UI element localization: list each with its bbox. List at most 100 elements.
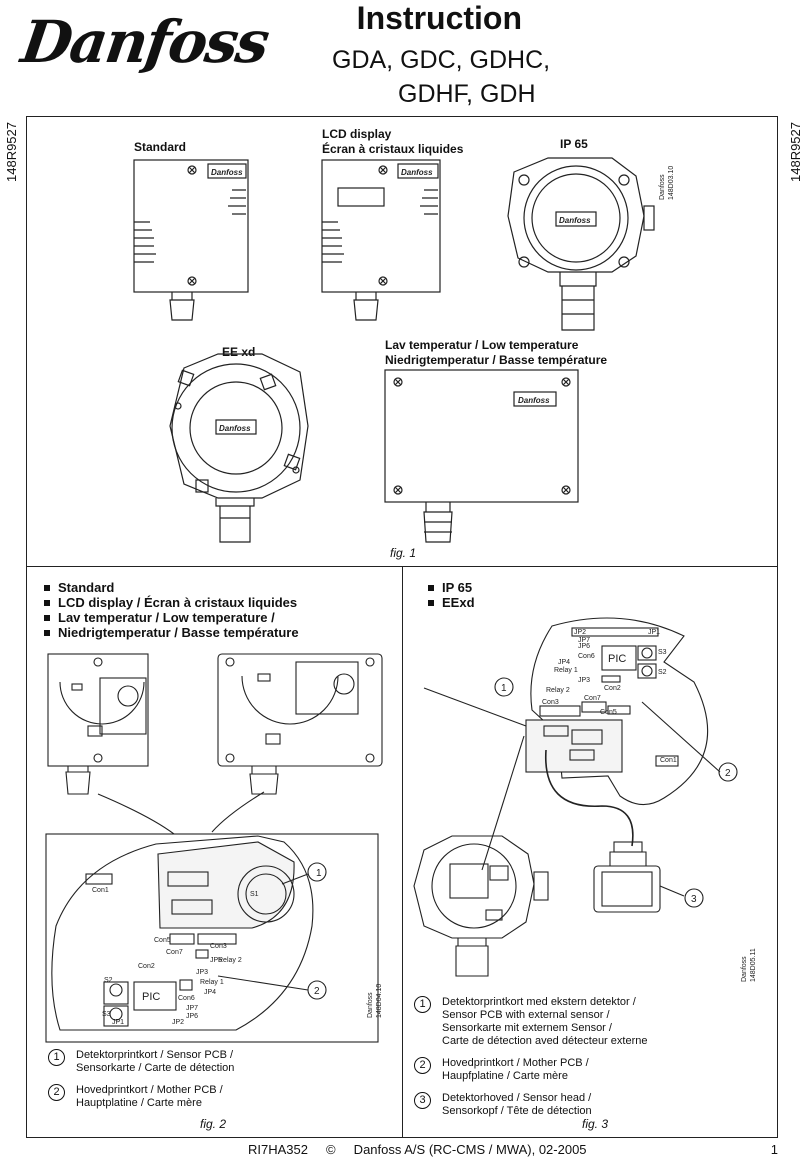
fig2-s1: S1	[250, 891, 259, 898]
fig2-jp7: JP7	[186, 1005, 198, 1012]
fig1-code: 148D03.10	[668, 166, 675, 200]
fig3-legend-text: Sensor PCB with external sensor /	[442, 1009, 610, 1021]
fig3-con1: Con1	[660, 757, 677, 764]
fig2-legend-num: 2	[48, 1084, 65, 1101]
fig3-sensor-head	[593, 841, 661, 913]
fig3-callout-1	[494, 677, 514, 697]
fig3-con2: Con2	[604, 685, 621, 692]
standard-housing: Danfoss	[133, 159, 249, 321]
lowtemp-housing: Danfoss	[384, 369, 579, 543]
fig2-jp3: JP3	[196, 969, 208, 976]
fig2-detail-box	[45, 833, 379, 1043]
fig2-legend-text: Hovedprintkort / Mother PCB /	[76, 1084, 223, 1096]
fig2-small-housing-standard	[47, 653, 149, 795]
section-divider-vertical	[402, 566, 403, 1138]
fig3-con6: Con6	[578, 653, 595, 660]
fig3-con7: Con7	[584, 695, 601, 702]
fig3-legend-text: Sensorkopf / Tête de détection	[442, 1105, 592, 1117]
footer-text: RI7HA352 © Danfoss A/S (RC-CMS / MWA), 0…	[248, 1142, 587, 1157]
standard-device-logo: Danfoss	[211, 168, 243, 177]
fig2-con1: Con1	[92, 887, 109, 894]
fig2-jp2: JP2	[172, 1019, 184, 1026]
fig3-code: 148D05.11	[750, 948, 757, 982]
fig3-relay2: Relay 2	[546, 687, 570, 694]
fig3-callout-2-num: 2	[725, 768, 731, 779]
fig2-small-housing-lowtemp	[217, 653, 383, 795]
page-number: 1	[770, 1142, 778, 1157]
fig3-jp6: JP6	[578, 643, 590, 650]
fig2-con6: Con6	[178, 995, 195, 1002]
fig1-drawing: Danfoss Danfoss Danfoss Danfoss 148D03.1…	[133, 157, 675, 543]
fig2-bullet: Standard	[42, 580, 299, 595]
eexd-device-logo: Danfoss	[219, 424, 251, 433]
fig2-jp5: JP5	[210, 957, 222, 964]
fig2-caption: fig. 2	[200, 1117, 227, 1131]
fig3-con5: Con5	[600, 709, 617, 716]
label-low-1: Lav temperatur / Low temperature	[385, 338, 579, 352]
fig3-callout-2	[718, 762, 738, 782]
fig3-legend-text: Sensorkarte mit externem Sensor /	[442, 1022, 612, 1034]
fig3-s2: S2	[658, 669, 667, 676]
fig3-jp1: JP1	[648, 629, 660, 636]
fig3-legend-text: Carte de détection aved détecteur extern…	[442, 1035, 648, 1047]
fig2-relay1: Relay 1	[200, 979, 224, 986]
fig2-bullet: Niedrigtemperatur / Basse température	[42, 625, 299, 640]
lcd-housing: Danfoss	[321, 159, 441, 321]
label-low-2: Niedrigtemperatur / Basse température	[385, 353, 608, 367]
lcd-device-logo: Danfoss	[401, 168, 433, 177]
fig3-bullet: EExd	[426, 595, 475, 610]
fig3-pic: PIC	[608, 653, 626, 665]
fig3-callout-1-num: 1	[501, 683, 507, 694]
fig3-legend-num: 1	[414, 996, 431, 1013]
fig3-mother-pcb	[530, 617, 709, 806]
fig2-arrow-right	[211, 791, 265, 833]
lowtemp-device-logo: Danfoss	[518, 396, 550, 405]
fig1-code-brand: Danfoss	[659, 174, 666, 200]
fig2-con2: Con2	[138, 963, 155, 970]
fig2-drawing: 1 2 Con1 Con5 Con7 Con3 Con2 Con6 JP3 JP…	[45, 653, 383, 1043]
fig2-legend-text: Hauptplatine / Carte mère	[76, 1097, 202, 1109]
label-lcd-1: LCD display	[322, 127, 392, 141]
label-standard: Standard	[134, 140, 187, 154]
fig3-callout-3	[684, 888, 704, 908]
fig2-callout-2-num: 2	[314, 986, 320, 997]
label-lcd-2: Écran à cristaux liquides	[322, 142, 464, 156]
fig3-legend-text: Haupfplatine / Carte mère	[442, 1070, 568, 1082]
fig3-bullet: IP 65	[426, 580, 475, 595]
fig2-bullet: Lav temperatur / Low temperature /	[42, 610, 299, 625]
fig3-legend: 1 Detektorprintkort med ekstern detektor…	[414, 996, 774, 1127]
fig3-jp3: JP3	[578, 677, 590, 684]
fig2-sensor-pcb	[157, 841, 295, 929]
fig3-drawing: 1 2 3 PIC S3 S2 Con1 Con2 Con3 Con5 Con6…	[413, 617, 757, 982]
fig3-bullets: IP 65 EExd	[426, 580, 475, 610]
fig2-con5: Con5	[154, 937, 171, 944]
fig2-jp4: JP4	[204, 989, 216, 996]
label-ip65: IP 65	[560, 137, 588, 151]
fig3-jp2: JP2	[574, 629, 586, 636]
models-line-2: GDHF, GDH	[398, 80, 536, 108]
fig3-jp4: JP4	[558, 659, 570, 666]
fig2-con7: Con7	[166, 949, 183, 956]
ip65-device-logo: Danfoss	[559, 216, 591, 225]
fig3-caption: fig. 3	[582, 1117, 609, 1131]
fig3-relay1: Relay 1	[554, 667, 578, 674]
fig2-legend: 1 Detektorprintkort / Sensor PCB / Senso…	[48, 1049, 348, 1119]
fig2-code-brand: Danfoss	[367, 992, 374, 1018]
fig2-bullets: Standard LCD display / Écran à cristaux …	[42, 580, 299, 640]
fig3-legend-num: 2	[414, 1057, 431, 1074]
fig2-s3: S3	[102, 1011, 111, 1018]
fig2-legend-item: 2 Hovedprintkort / Mother PCB / Hauptpla…	[48, 1084, 348, 1110]
fig2-jp6: JP6	[186, 1013, 198, 1020]
fig2-callout-1	[307, 862, 327, 882]
fig2-arrow-left	[97, 793, 175, 835]
fig2-pic: PIC	[142, 991, 160, 1003]
fig2-jp1: JP1	[112, 1019, 124, 1026]
fig3-legend-num: 3	[414, 1092, 431, 1109]
fig3-s3: S3	[658, 649, 667, 656]
fig3-legend-text: Detektorprintkort med ekstern detektor /	[442, 996, 636, 1008]
fig3-legend-text: Detektorhoved / Sensor head /	[442, 1092, 592, 1104]
fig3-legend-text: Hovedprintkort / Mother PCB /	[442, 1057, 589, 1069]
eexd-housing: Danfoss	[169, 353, 309, 543]
fig2-s2: S2	[104, 977, 113, 984]
fig1-caption: fig. 1	[390, 546, 417, 560]
